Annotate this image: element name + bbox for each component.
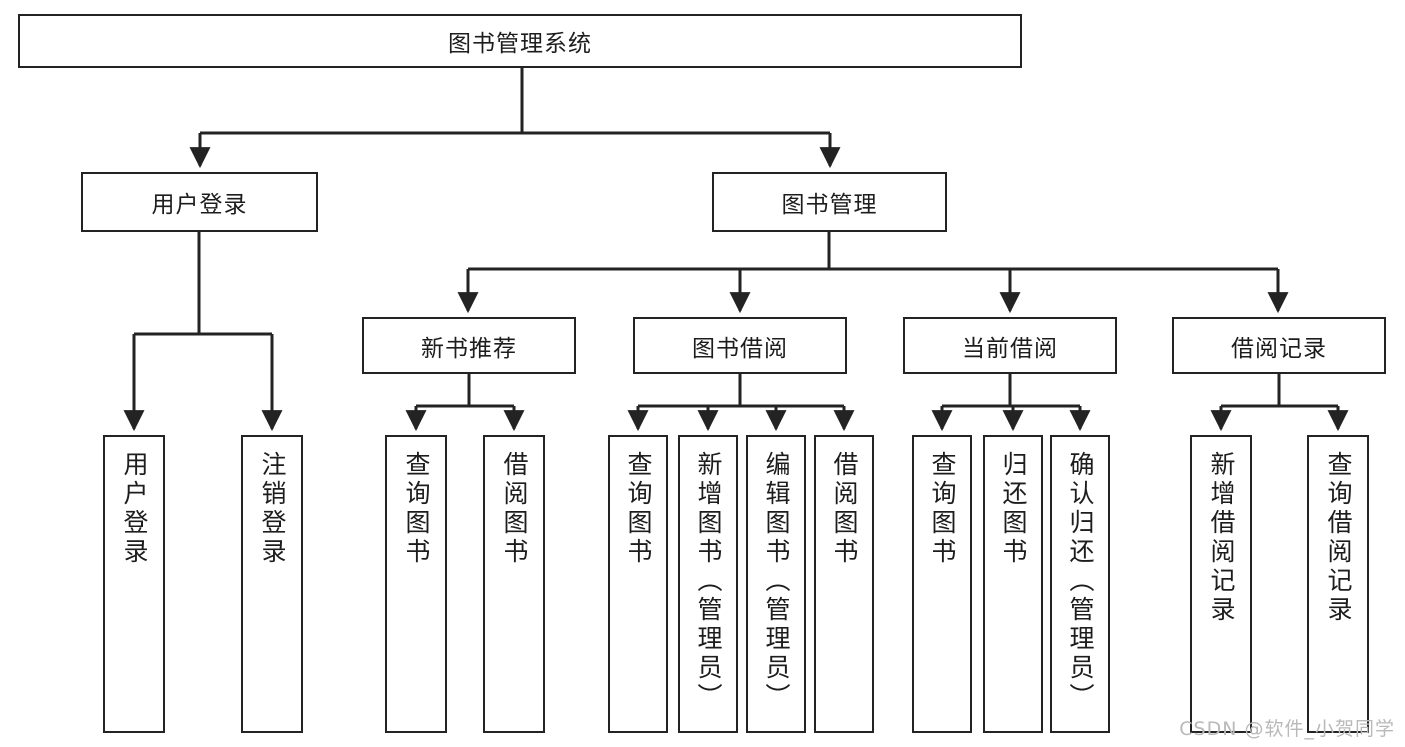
- node-book-borrow[interactable]: 图书借阅: [633, 317, 847, 374]
- node-leaf-query-borrow-record-label: 查询借阅记录: [1324, 451, 1353, 625]
- node-leaf-user-login-label: 用户登录: [120, 451, 149, 567]
- node-leaf-query-books-current[interactable]: 查询图书: [912, 435, 972, 733]
- node-leaf-confirm-return-admin[interactable]: 确认归还（管理员）: [1050, 435, 1110, 733]
- node-leaf-borrow-books-recommend[interactable]: 借阅图书: [483, 435, 545, 733]
- node-borrow-record-label: 借阅记录: [1231, 335, 1327, 362]
- node-leaf-query-books-recommend[interactable]: 查询图书: [385, 435, 447, 733]
- node-leaf-query-books-borrow-label: 查询图书: [624, 451, 653, 567]
- node-leaf-query-books-recommend-label: 查询图书: [402, 451, 431, 567]
- node-leaf-borrow-books-recommend-label: 借阅图书: [500, 451, 529, 567]
- node-current-borrow-label: 当前借阅: [962, 335, 1058, 362]
- node-leaf-add-borrow-record[interactable]: 新增借阅记录: [1190, 435, 1252, 733]
- node-book-management[interactable]: 图书管理: [712, 172, 947, 232]
- node-root-label: 图书管理系统: [448, 31, 592, 57]
- node-leaf-edit-book-admin-label: 编辑图书（管理员）: [762, 451, 791, 712]
- node-leaf-borrow-books-borrow[interactable]: 借阅图书: [814, 435, 874, 733]
- node-leaf-user-login[interactable]: 用户登录: [103, 435, 165, 733]
- node-leaf-add-book-admin-label: 新增图书（管理员）: [694, 451, 723, 712]
- node-leaf-query-books-current-label: 查询图书: [928, 451, 957, 567]
- node-leaf-query-borrow-record[interactable]: 查询借阅记录: [1307, 435, 1369, 733]
- node-current-borrow[interactable]: 当前借阅: [903, 317, 1117, 374]
- node-leaf-add-book-admin[interactable]: 新增图书（管理员）: [678, 435, 738, 733]
- node-user-login-label: 用户登录: [151, 192, 248, 218]
- node-book-borrow-label: 图书借阅: [692, 335, 788, 362]
- node-leaf-confirm-return-admin-label: 确认归还（管理员）: [1066, 451, 1095, 712]
- node-book-management-label: 图书管理: [781, 192, 878, 218]
- node-leaf-user-logout[interactable]: 注销登录: [241, 435, 303, 733]
- node-borrow-record[interactable]: 借阅记录: [1172, 317, 1386, 374]
- node-new-book-recommend-label: 新书推荐: [421, 335, 517, 362]
- node-leaf-add-borrow-record-label: 新增借阅记录: [1207, 451, 1236, 625]
- node-new-book-recommend[interactable]: 新书推荐: [362, 317, 576, 374]
- node-user-login[interactable]: 用户登录: [81, 172, 318, 232]
- node-leaf-edit-book-admin[interactable]: 编辑图书（管理员）: [746, 435, 806, 733]
- node-leaf-query-books-borrow[interactable]: 查询图书: [608, 435, 668, 733]
- node-leaf-return-books[interactable]: 归还图书: [983, 435, 1043, 733]
- node-leaf-user-logout-label: 注销登录: [258, 451, 287, 567]
- watermark: CSDN @软件_小贺同学: [1179, 718, 1395, 740]
- node-root[interactable]: 图书管理系统: [18, 14, 1022, 68]
- node-leaf-return-books-label: 归还图书: [999, 451, 1028, 567]
- node-leaf-borrow-books-borrow-label: 借阅图书: [830, 451, 859, 567]
